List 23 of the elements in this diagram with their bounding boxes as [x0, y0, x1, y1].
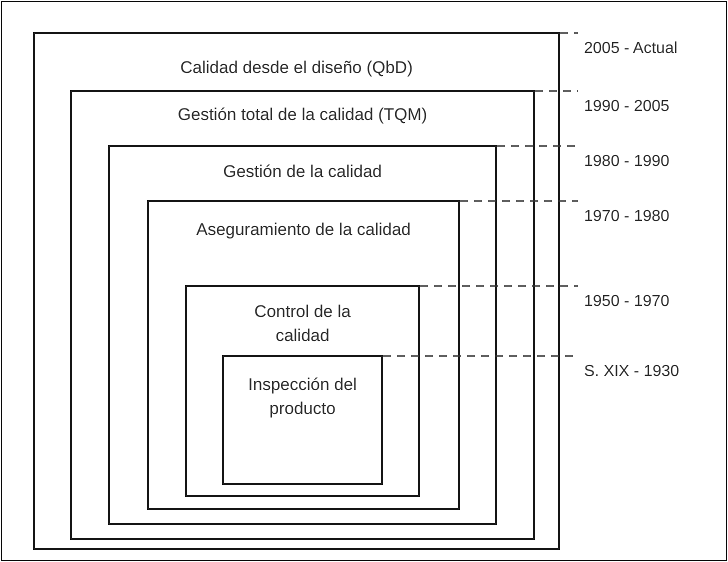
leader-line: [560, 32, 578, 34]
period-label: 1990 - 2005: [578, 90, 718, 120]
leader-line: [535, 90, 578, 92]
stage-title: Aseguramiento de la calidad: [195, 219, 412, 241]
nested-box: [70, 90, 535, 540]
nested-box: [108, 145, 497, 525]
stage-title: Control de la calidad: [253, 301, 352, 347]
period-label: 1950 - 1970: [578, 285, 718, 315]
period-label: 1970 - 1980: [578, 200, 718, 230]
period-label: 1980 - 1990: [578, 145, 718, 175]
stage-title: Inspección del producto: [248, 374, 358, 420]
nested-box: [33, 32, 560, 550]
nested-box: [222, 355, 383, 485]
stage-title: Calidad desde el diseño (QbD): [179, 57, 414, 79]
nested-box: [185, 285, 420, 497]
period-label: 2005 - Actual: [578, 32, 718, 62]
period-label: S. XIX - 1930: [578, 355, 718, 385]
leader-line: [420, 285, 578, 287]
stage-title: Gestión total de la calidad (TQM): [176, 104, 428, 126]
leader-line: [460, 200, 578, 202]
leader-line: [497, 145, 578, 147]
stage-title: Gestión de la calidad: [222, 161, 383, 183]
nested-box: [147, 200, 460, 510]
